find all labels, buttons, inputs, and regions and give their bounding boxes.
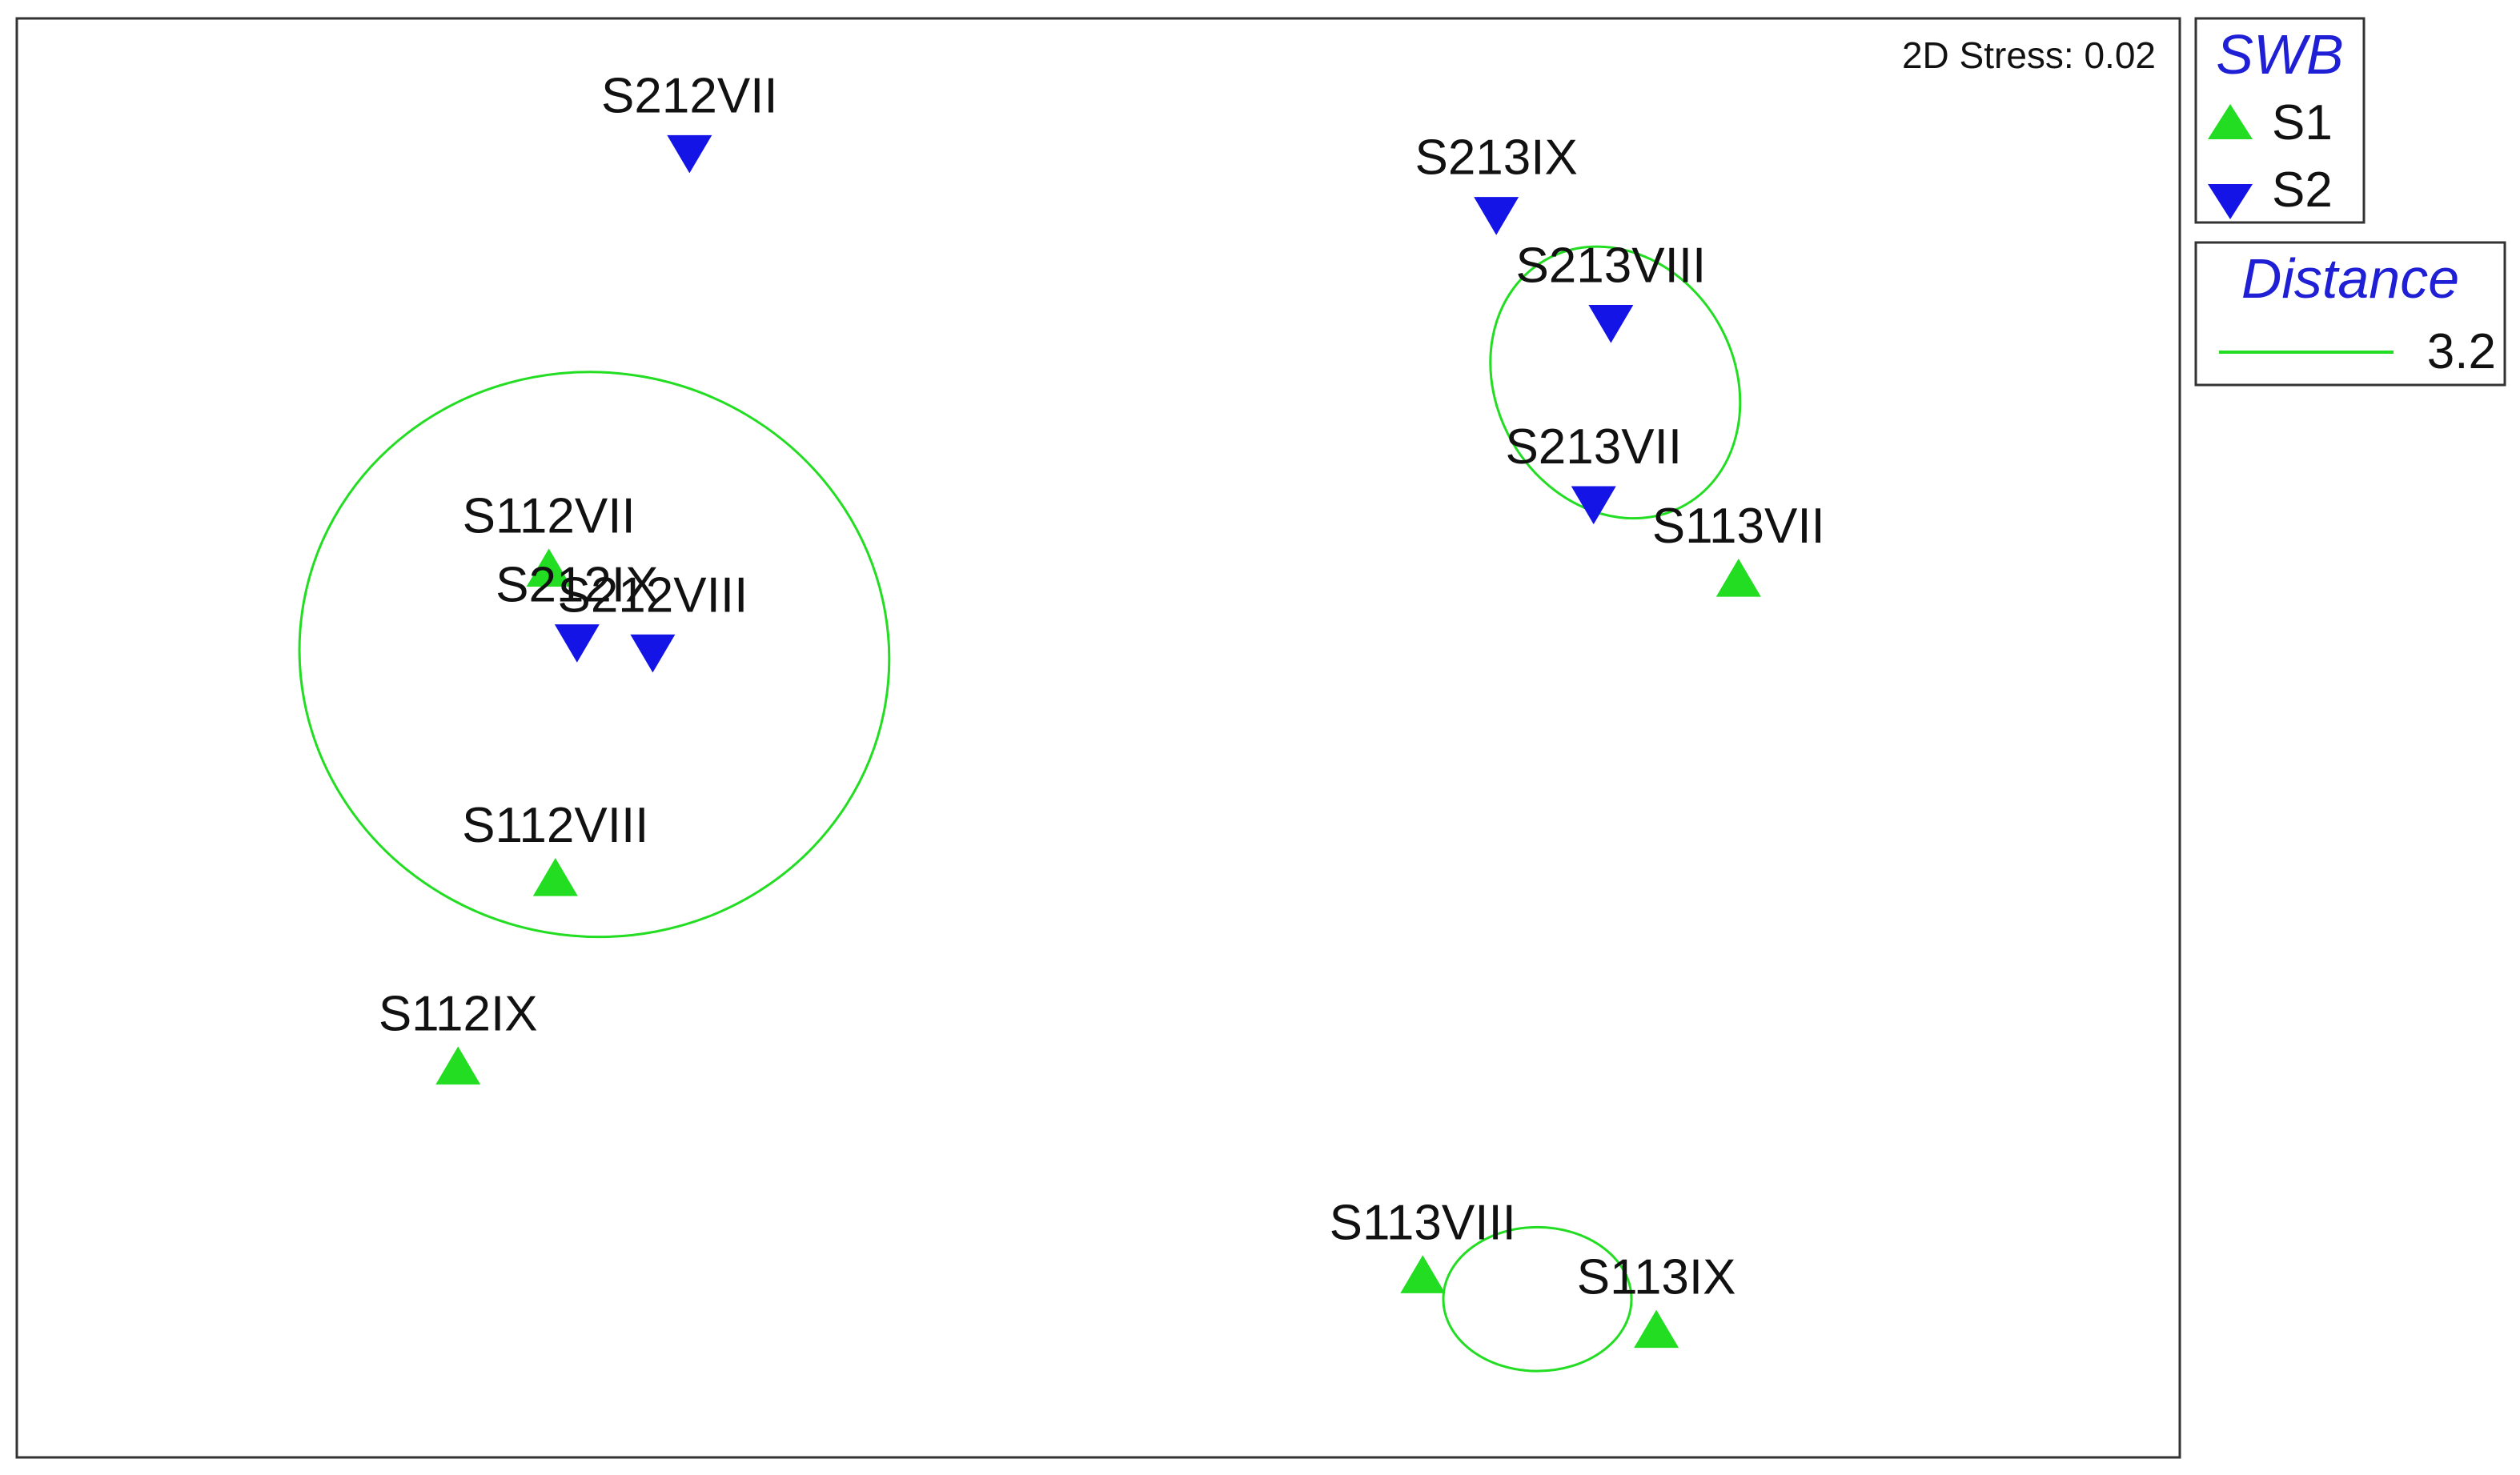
point-S212IX bbox=[554, 624, 600, 663]
point-label-S212IX: S212IX bbox=[496, 558, 658, 613]
point-S113VIII bbox=[1400, 1255, 1446, 1293]
point-label-S112VIII: S112VIII bbox=[462, 798, 648, 853]
point-S212VII bbox=[667, 134, 712, 174]
cluster-ellipse-3 bbox=[1442, 1225, 1633, 1373]
point-label-S113VIII: S113VIII bbox=[1330, 1195, 1516, 1250]
point-S213VII bbox=[1571, 486, 1616, 525]
point-S113VII bbox=[1715, 559, 1761, 597]
legend-swb: SWB S1 S2 bbox=[2194, 17, 2366, 224]
legend-s2-symbol bbox=[2208, 184, 2253, 219]
point-S112VII bbox=[526, 548, 572, 587]
point-label-S212VIII: S212VIII bbox=[557, 567, 748, 623]
cluster-ellipses bbox=[298, 245, 1742, 1373]
point-label-S113VII: S113VII bbox=[1652, 499, 1825, 554]
cluster-ellipse-2 bbox=[1489, 245, 1742, 520]
legend-distance-value: 3.2 bbox=[2427, 324, 2496, 379]
point-S213VIII bbox=[1588, 304, 1634, 343]
point-S112IX bbox=[435, 1046, 481, 1085]
point-S212VIII bbox=[630, 634, 676, 673]
legend-distance: Distance 3.2 bbox=[2194, 241, 2506, 387]
point-label-S213VII: S213VII bbox=[1505, 419, 1682, 475]
point-S213IX bbox=[1474, 197, 1519, 235]
legend-s1-symbol bbox=[2208, 104, 2253, 139]
plot-frame bbox=[15, 17, 2181, 1459]
legend-s1-label: S1 bbox=[2272, 95, 2333, 150]
cluster-ellipse-1 bbox=[298, 371, 891, 939]
point-label-S213VIII: S213VIII bbox=[1515, 238, 1706, 294]
legend-distance-title: Distance bbox=[2241, 247, 2459, 310]
point-S113IX bbox=[1634, 1309, 1679, 1349]
legend-swb-title: SWB bbox=[2216, 23, 2343, 86]
legend-s2-label: S2 bbox=[2272, 162, 2333, 218]
stress-label: 2D Stress: 0.02 bbox=[1902, 34, 2156, 76]
point-label-S213IX: S213IX bbox=[1414, 130, 1577, 186]
point-label-S112VII: S112VII bbox=[463, 488, 636, 543]
point-label-S112IX: S112IX bbox=[379, 987, 538, 1042]
point-label-S212VII: S212VII bbox=[601, 68, 778, 123]
legend-distance-frame bbox=[2194, 241, 2506, 387]
point-label-S113IX: S113IX bbox=[1577, 1250, 1736, 1305]
point-S112VIII bbox=[532, 858, 578, 896]
